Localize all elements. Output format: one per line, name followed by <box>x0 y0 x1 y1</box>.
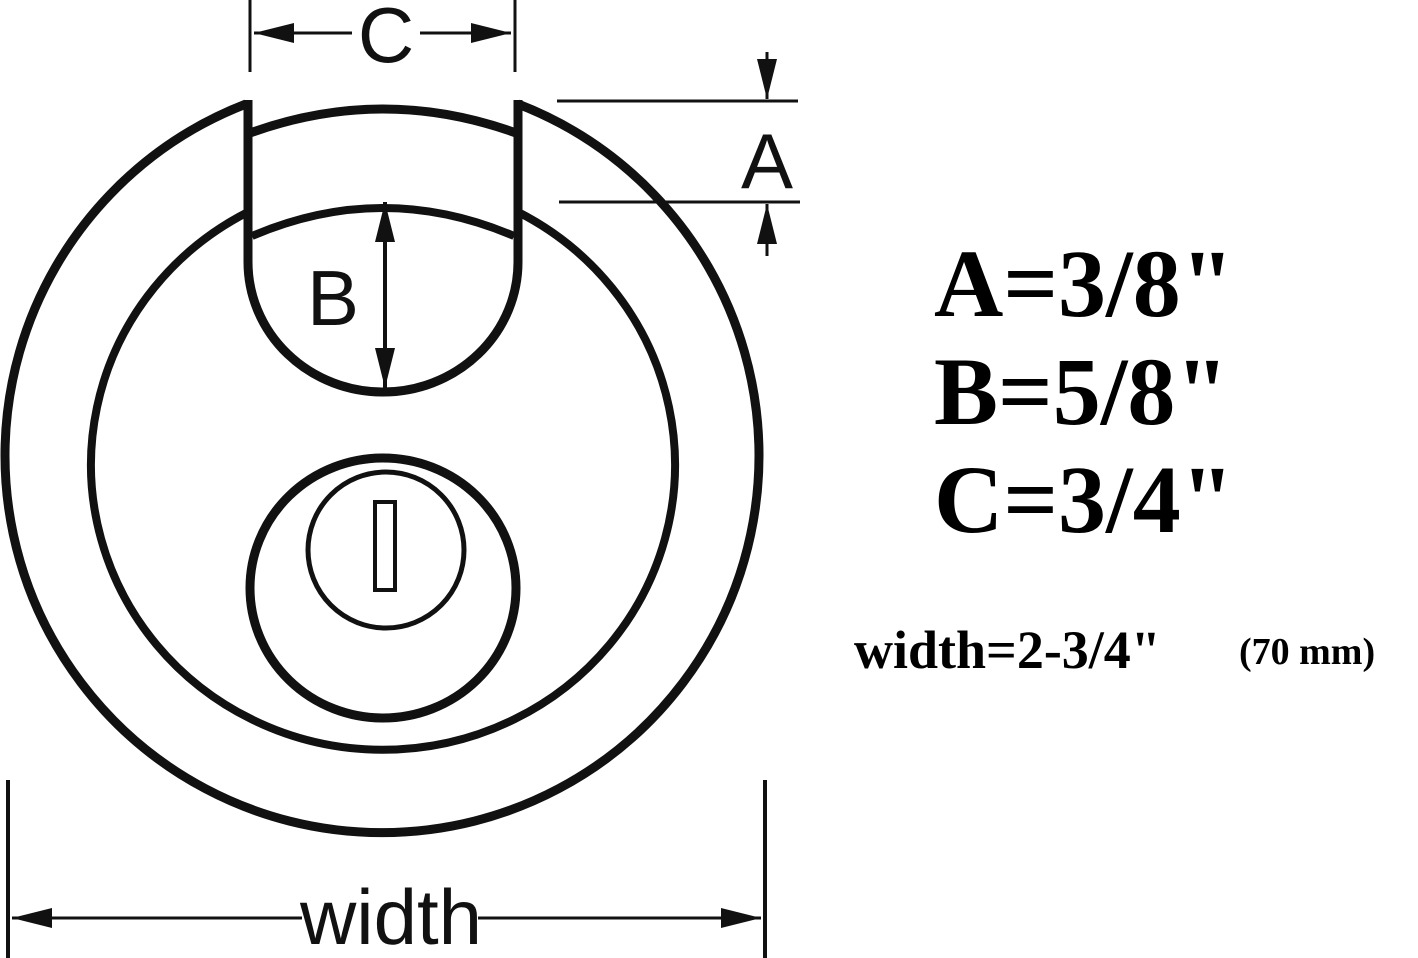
shackle-top-arc <box>248 104 518 138</box>
spec-c: C=3/4" <box>934 446 1234 553</box>
cylinder-inner <box>305 469 467 631</box>
spec-width: width=2-3/4" <box>854 620 1161 680</box>
dim-c-label: C <box>358 0 414 79</box>
padlock-body <box>0 99 764 838</box>
dim-width-label: width <box>299 873 482 958</box>
dimension-c: C <box>248 0 517 79</box>
dim-a-label: A <box>741 117 793 205</box>
dimension-a: A <box>557 52 800 256</box>
cylinder-outer <box>245 453 521 723</box>
dim-b-label: B <box>307 254 359 342</box>
spec-list: A=3/8" B=5/8" C=3/4" width=2-3/4" (70 mm… <box>854 230 1375 680</box>
outer-ring <box>0 99 764 838</box>
dimension-b: B <box>307 202 395 388</box>
spec-width-metric: (70 mm) <box>1239 631 1375 673</box>
spec-a: A=3/8" <box>934 230 1234 337</box>
shackle-u-bottom <box>243 261 523 397</box>
dimension-width: width <box>6 780 767 958</box>
keyhole-slot <box>373 500 397 592</box>
inner-ring <box>87 208 679 754</box>
spec-b: B=5/8" <box>934 338 1229 445</box>
